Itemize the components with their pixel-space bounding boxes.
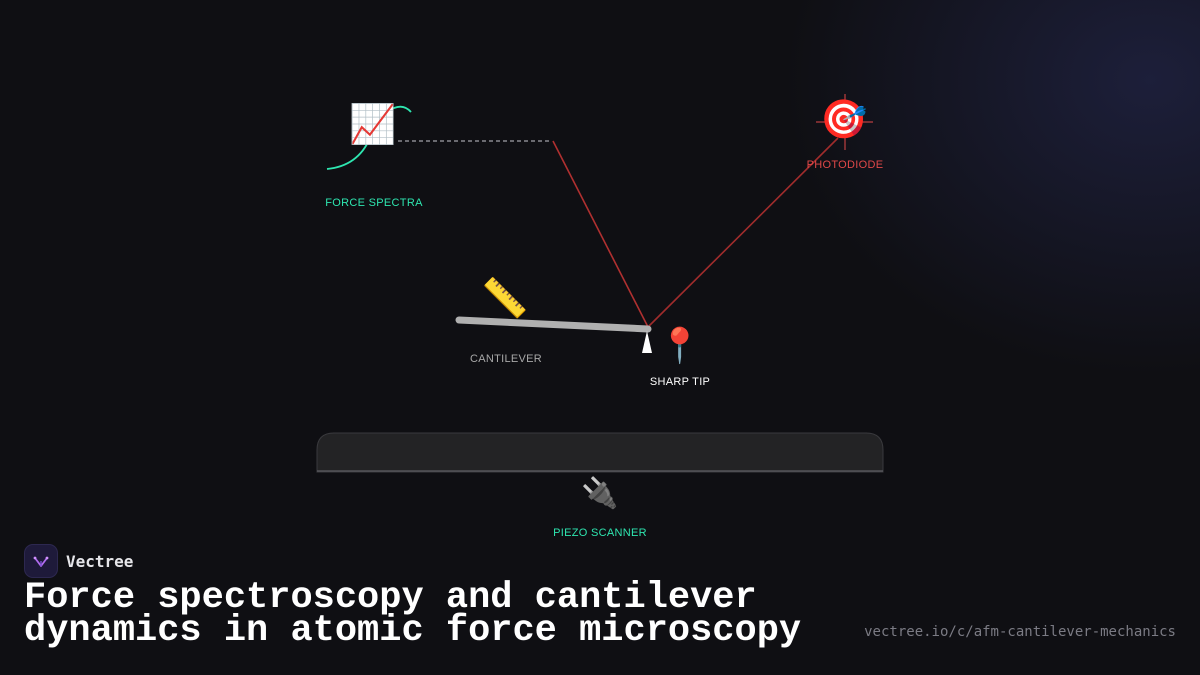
brand: Vectree <box>24 544 133 578</box>
chart-increasing-icon: 📈 <box>349 102 397 146</box>
ruler-icon: 📏 <box>481 276 529 320</box>
label-force-spectra: FORCE SPECTRA <box>325 197 423 209</box>
source-url: vectree.io/c/afm-cantilever-mechanics <box>864 624 1176 640</box>
piezo-scanner-stage <box>316 432 884 473</box>
cantilever-beam <box>455 316 652 333</box>
label-sharp-tip: SHARP TIP <box>649 376 711 388</box>
vectree-logo-icon <box>24 544 58 578</box>
page-title: Force spectroscopy and cantilever dynami… <box>24 577 802 652</box>
pin-icon: 📍 <box>658 326 702 366</box>
laser-beam-incident <box>552 140 649 328</box>
force-curve-arc <box>326 105 412 170</box>
label-photodiode: PHOTODIODE <box>806 159 884 171</box>
sharp-tip-shape <box>642 331 652 353</box>
photodiode-crosshair <box>816 94 873 150</box>
plug-icon: 🔌 <box>581 476 619 511</box>
target-icon: 🎯 <box>820 97 868 141</box>
brand-name: Vectree <box>66 551 134 571</box>
laser-beam-reflected <box>647 137 839 328</box>
label-cantilever: CANTILEVER <box>469 353 543 365</box>
label-piezo-scanner: PIEZO SCANNER <box>553 527 647 539</box>
